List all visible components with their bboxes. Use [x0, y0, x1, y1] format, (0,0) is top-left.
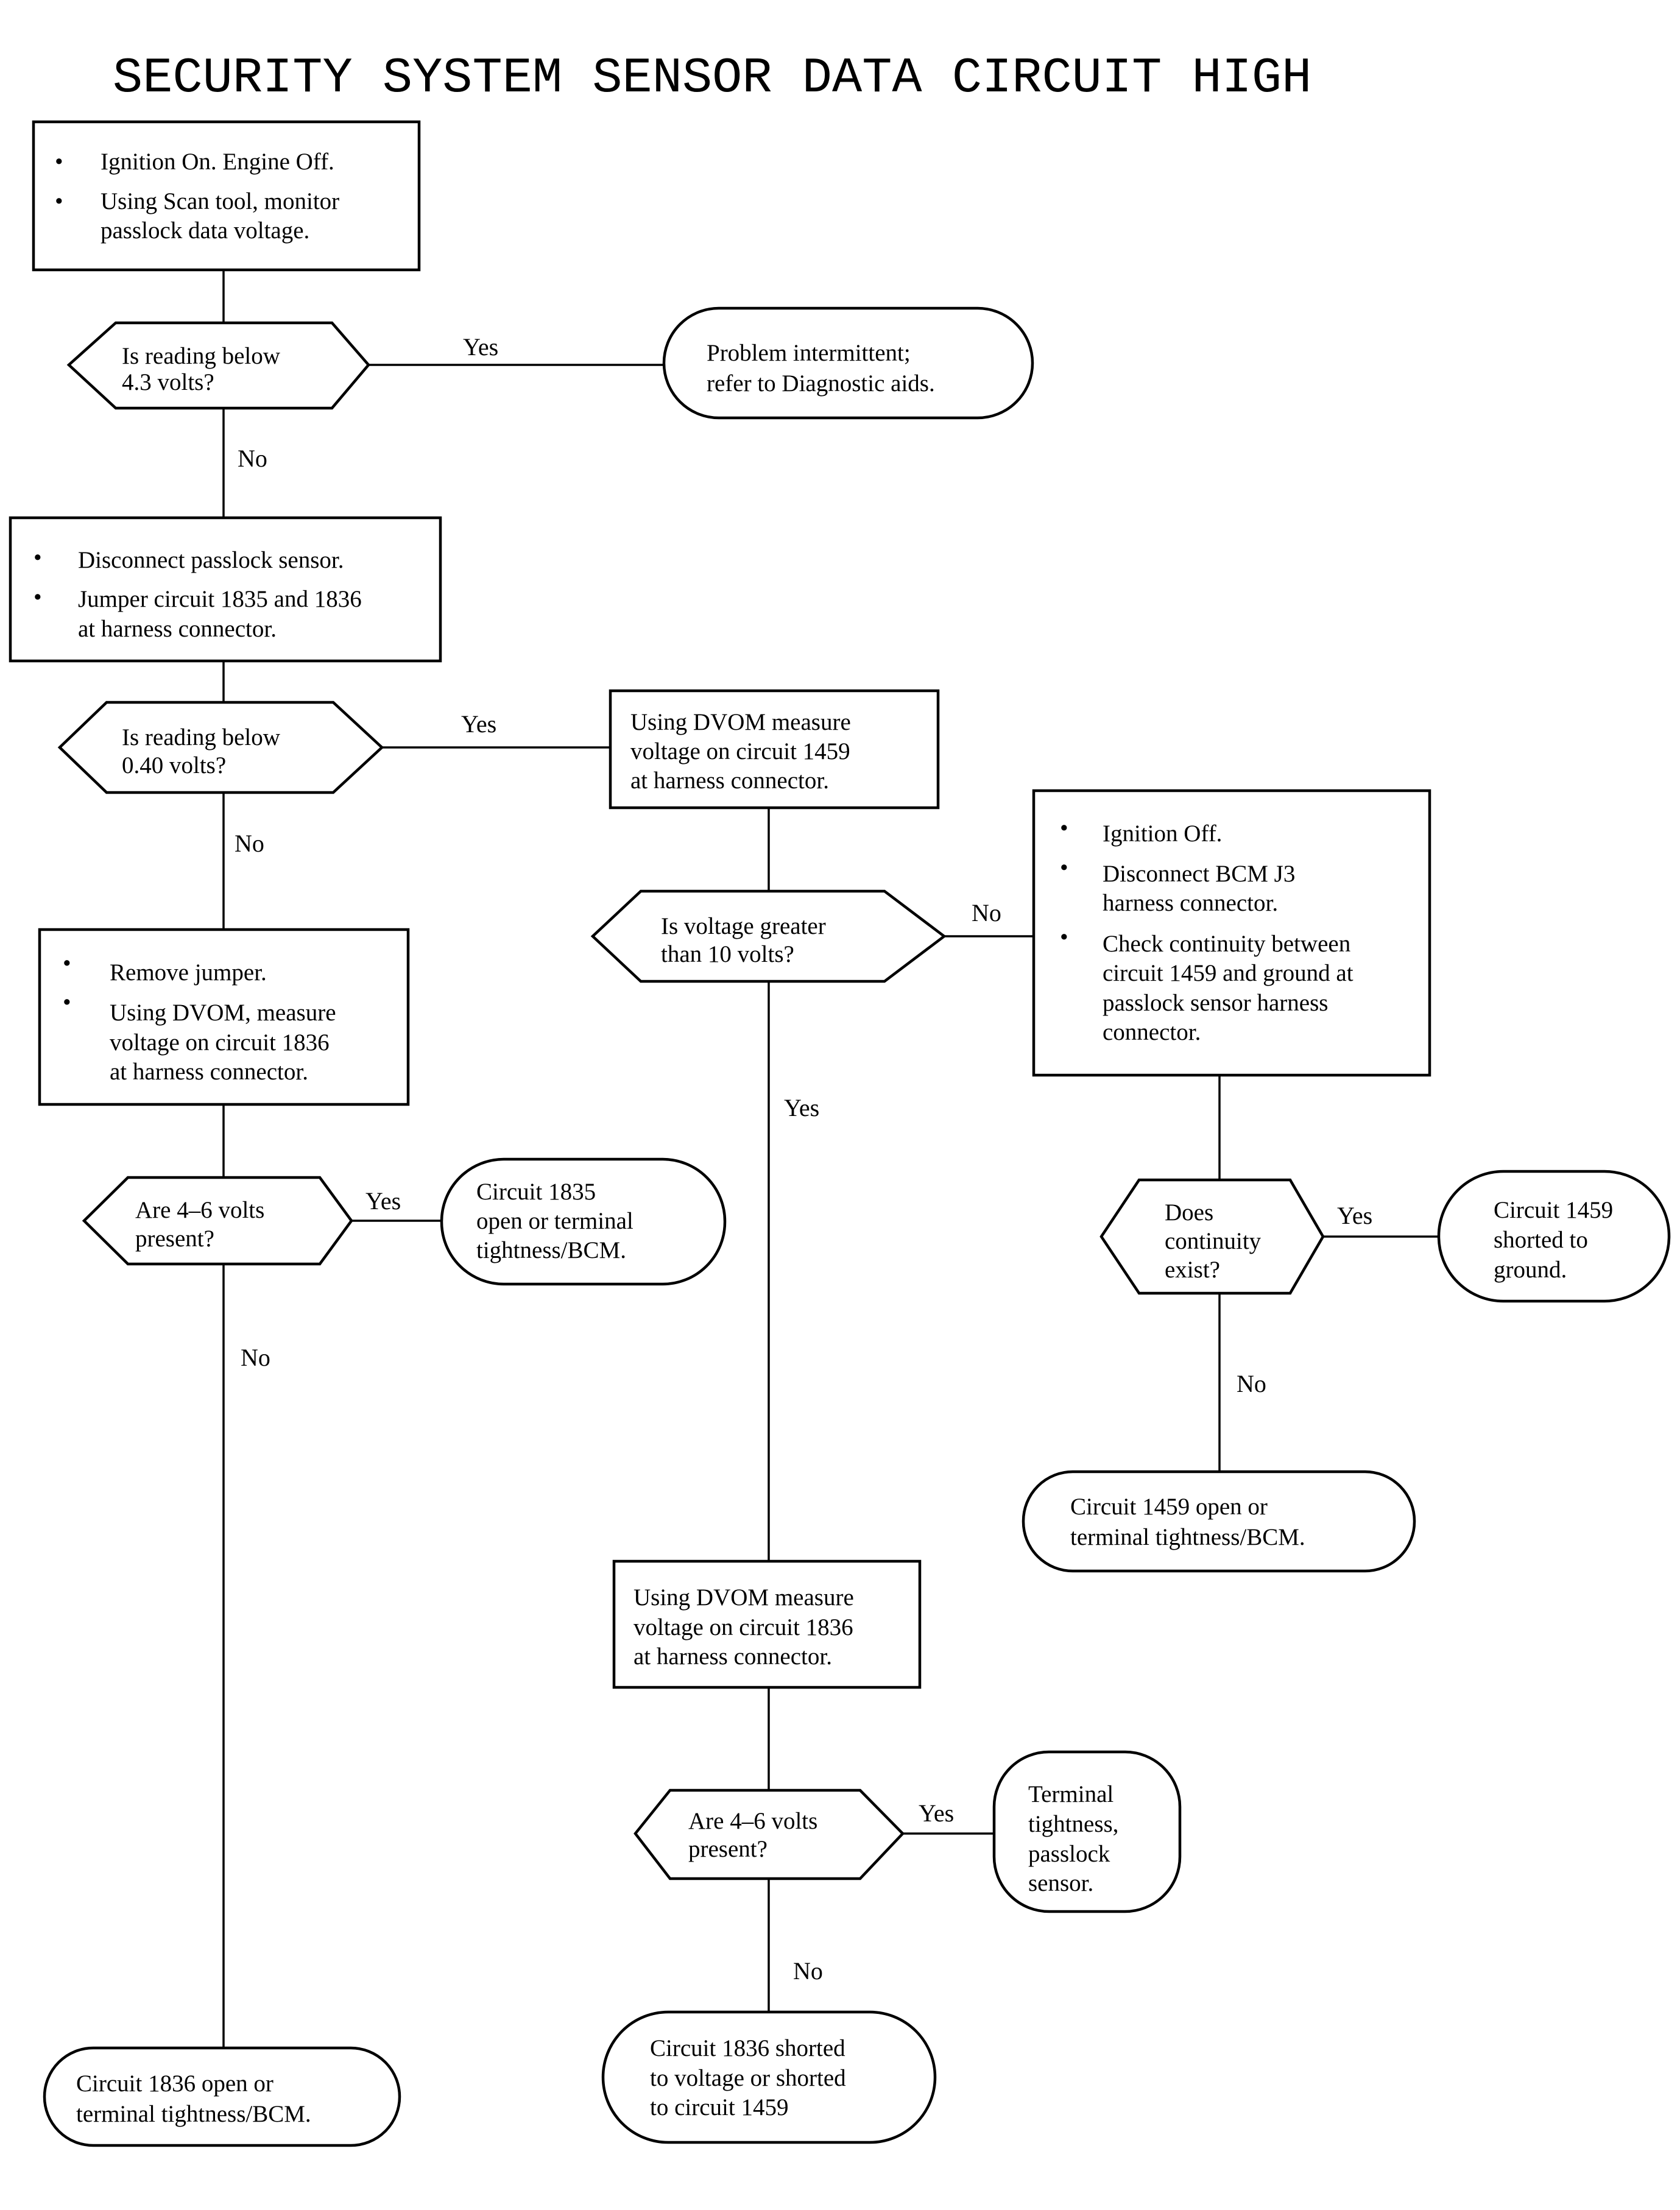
edge-label-no: No	[241, 1344, 270, 1371]
result-text: Circuit 1836 open or	[76, 2071, 274, 2097]
result-text: open or terminal	[476, 1208, 634, 1234]
step-text: voltage on circuit 1459	[630, 738, 850, 764]
result-circuit-1836-open: Circuit 1836 open or terminal tightness/…	[43, 2046, 401, 2147]
result-text: Circuit 1836 shorted	[650, 2035, 845, 2061]
step-text: Using DVOM, measure	[110, 1000, 336, 1026]
step-text: circuit 1459 and ground at	[1103, 960, 1354, 986]
decision-text: Are 4–6 volts	[135, 1197, 264, 1223]
step-measure-circuit-1459: Using DVOM measure voltage on circuit 14…	[609, 689, 940, 810]
result-text: ground.	[1494, 1257, 1567, 1283]
connectors	[222, 270, 1439, 2048]
step-text: at harness connector.	[630, 768, 829, 794]
result-text: Circuit 1459 open or	[1070, 1494, 1268, 1520]
step-text: at harness connector.	[110, 1059, 308, 1085]
step-remove-jumper: • Remove jumper. • Using DVOM, measure v…	[38, 928, 410, 1106]
decision-text: Is voltage greater	[661, 913, 826, 939]
step-ignition-on: • Ignition On. Engine Off. • Using Scan …	[32, 120, 421, 272]
decision-text: Is reading below	[122, 724, 280, 750]
result-text: Problem intermittent;	[707, 340, 911, 366]
decision-text: continuity	[1165, 1228, 1262, 1254]
result-circuit-1459-shorted: Circuit 1459 shorted to ground.	[1437, 1170, 1671, 1303]
result-terminal-tightness: Terminal tightness, passlock sensor.	[992, 1750, 1182, 1913]
step-text: Check continuity between	[1103, 931, 1350, 957]
result-text: Circuit 1459	[1494, 1197, 1613, 1223]
step-text: voltage on circuit 1836	[110, 1029, 330, 1056]
edge-label-yes: Yes	[1337, 1202, 1372, 1229]
edge-label-no: No	[1237, 1370, 1266, 1397]
step-disconnect-passlock: • Disconnect passlock sensor. • Jumper c…	[9, 516, 442, 663]
result-text: to circuit 1459	[650, 2094, 788, 2120]
bullet-dot: •	[34, 584, 42, 610]
step-text: Disconnect BCM J3	[1103, 861, 1295, 887]
step-text: passlock data voltage.	[101, 217, 309, 244]
decision-text: 4.3 volts?	[122, 369, 214, 395]
step-text: connector.	[1103, 1019, 1201, 1045]
decision-reading-below-4-3: Is reading below 4.3 volts?	[66, 321, 370, 410]
decision-voltage-greater-10: Is voltage greater than 10 volts?	[590, 889, 947, 983]
decision-continuity-exist: Does continuity exist?	[1099, 1178, 1325, 1295]
decision-reading-below-0-40: Is reading below 0.40 volts?	[57, 701, 384, 794]
edge-label-yes: Yes	[461, 710, 496, 738]
decision-text: than 10 volts?	[661, 941, 794, 967]
edge-label-no: No	[972, 899, 1001, 927]
step-text: Using DVOM measure	[634, 1584, 854, 1611]
decision-4-6-volts-center: Are 4–6 volts present?	[634, 1788, 905, 1880]
bullet-dot: •	[1060, 924, 1068, 950]
step-measure-circuit-1836: Using DVOM measure voltage on circuit 18…	[612, 1559, 922, 1689]
page-title: SECURITY SYSTEM SENSOR DATA CIRCUIT HIGH	[113, 50, 1311, 107]
bullet-dot: •	[1060, 855, 1068, 881]
result-text: sensor.	[1028, 1870, 1093, 1896]
step-text: voltage on circuit 1836	[634, 1614, 853, 1640]
edge-label-no: No	[235, 830, 264, 857]
result-text: passlock	[1028, 1841, 1110, 1867]
step-text: Disconnect passlock sensor.	[78, 547, 344, 573]
decision-text: exist?	[1165, 1257, 1220, 1283]
result-text: tightness,	[1028, 1811, 1118, 1837]
step-text: at harness connector.	[78, 616, 277, 642]
step-text: Ignition On. Engine Off.	[101, 149, 334, 175]
result-circuit-1459-open: Circuit 1459 open or terminal tightness/…	[1022, 1470, 1416, 1573]
result-text: refer to Diagnostic aids.	[707, 370, 935, 397]
decision-text: Are 4–6 volts	[688, 1808, 817, 1834]
step-text: passlock sensor harness	[1103, 990, 1328, 1016]
edge-label-no: No	[793, 1957, 823, 1985]
result-text: terminal tightness/BCM.	[76, 2101, 311, 2127]
decision-text: Is reading below	[122, 343, 280, 369]
bullet-dot: •	[63, 989, 71, 1015]
step-text: Using DVOM measure	[630, 709, 851, 735]
edge-label-no: No	[238, 445, 267, 472]
decision-text: Does	[1165, 1199, 1213, 1226]
edge-label-yes: Yes	[784, 1094, 819, 1121]
bullet-dot: •	[55, 188, 63, 214]
edge-label-yes: Yes	[365, 1187, 401, 1215]
step-text: Ignition Off.	[1103, 821, 1222, 847]
result-text: to voltage or shorted	[650, 2065, 846, 2091]
step-text: Remove jumper.	[110, 959, 267, 986]
result-problem-intermittent: Problem intermittent; refer to Diagnosti…	[662, 306, 1034, 420]
edge-label-yes: Yes	[463, 333, 498, 361]
result-text: Circuit 1835	[476, 1179, 596, 1205]
bullet-dot: •	[34, 545, 42, 571]
step-text: Using Scan tool, monitor	[101, 188, 339, 214]
bullet-dot: •	[63, 950, 71, 976]
result-text: shorted to	[1494, 1227, 1588, 1253]
result-text: Terminal	[1028, 1781, 1114, 1807]
edge-label-yes: Yes	[919, 1799, 954, 1827]
decision-text: present?	[135, 1226, 214, 1252]
step-ignition-off-continuity: • Ignition Off. • Disconnect BCM J3 harn…	[1032, 789, 1431, 1077]
bullet-dot: •	[1060, 815, 1068, 841]
step-text: harness connector.	[1103, 890, 1278, 916]
decision-text: present?	[688, 1836, 768, 1862]
bullet-dot: •	[55, 149, 63, 175]
result-circuit-1836-shorted: Circuit 1836 shorted to voltage or short…	[601, 2010, 937, 2144]
result-text: tightness/BCM.	[476, 1237, 626, 1263]
decision-text: 0.40 volts?	[122, 752, 226, 778]
result-text: terminal tightness/BCM.	[1070, 1524, 1305, 1550]
result-circuit-1835-open: Circuit 1835 open or terminal tightness/…	[440, 1157, 727, 1286]
decision-4-6-volts-left: Are 4–6 volts present?	[82, 1176, 353, 1266]
step-text: at harness connector.	[634, 1643, 832, 1670]
step-text: Jumper circuit 1835 and 1836	[78, 586, 362, 612]
